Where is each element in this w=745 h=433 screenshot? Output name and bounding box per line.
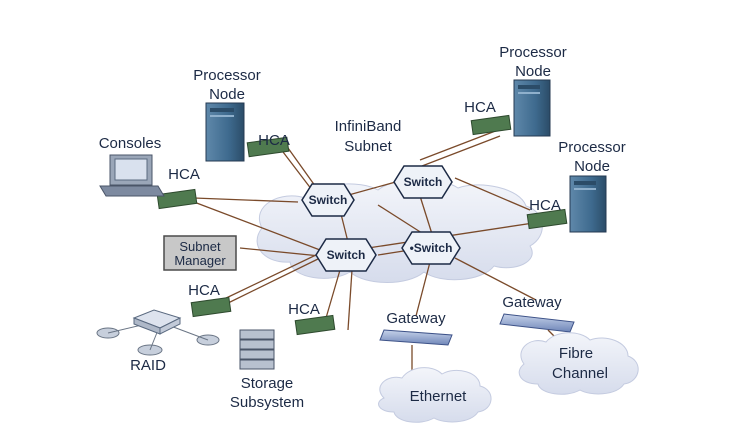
switch-label: •Switch bbox=[410, 241, 453, 255]
subnet-label-line1: InfiniBand bbox=[335, 118, 402, 135]
processor-node-label: Processor bbox=[499, 44, 567, 61]
subnet-label-line2: Subnet bbox=[344, 138, 392, 155]
switch-right[interactable]: •Switch bbox=[401, 231, 461, 265]
hca-label: HCA bbox=[288, 301, 320, 318]
gateway-label: Gateway bbox=[502, 294, 562, 311]
processor-node-right: Processor Node bbox=[558, 139, 626, 233]
storage-label: Subsystem bbox=[230, 394, 304, 411]
hca-label: HCA bbox=[529, 197, 561, 214]
processor-node-label: Node bbox=[209, 86, 245, 103]
processor-node-label: Processor bbox=[558, 139, 626, 156]
hca-card-consoles: HCA bbox=[156, 166, 200, 210]
ethernet-label: Ethernet bbox=[410, 388, 468, 405]
processor-node-top-right: Processor Node bbox=[499, 44, 567, 137]
hca-card-top-node: HCA bbox=[464, 99, 512, 136]
consoles-terminal: Consoles bbox=[99, 135, 165, 197]
storage-label: Storage bbox=[241, 375, 294, 392]
hca-card-right-node: HCA bbox=[526, 197, 568, 230]
hca-card-storage: HCA bbox=[288, 301, 336, 336]
gateway-fibre: Gateway bbox=[499, 294, 575, 343]
subnet-manager-label: Manager bbox=[174, 253, 226, 268]
processor-node-label: Node bbox=[515, 63, 551, 80]
hca-card-raid: HCA bbox=[188, 282, 232, 318]
subnet-cloud bbox=[256, 178, 543, 283]
switch-label: Switch bbox=[327, 248, 366, 262]
raid-label: RAID bbox=[130, 357, 166, 374]
subnet-manager-label: Subnet bbox=[179, 239, 221, 254]
hca-card-left-node: HCA bbox=[246, 132, 290, 158]
processor-node-label: Processor bbox=[193, 67, 261, 84]
hca-label: HCA bbox=[188, 282, 220, 299]
hca-label: HCA bbox=[464, 99, 496, 116]
processor-node-left: Processor Node bbox=[193, 67, 261, 162]
storage-subsystem: Storage Subsystem bbox=[230, 329, 304, 411]
processor-node-label: Node bbox=[574, 158, 610, 175]
ethernet-cloud: Ethernet bbox=[378, 367, 492, 423]
switch-top-right[interactable]: Switch bbox=[393, 165, 453, 199]
fibre-channel-label: Channel bbox=[552, 365, 608, 382]
fibre-channel-label: Fibre bbox=[559, 345, 593, 362]
link-lines bbox=[193, 129, 541, 331]
subnet-manager: Subnet Manager bbox=[163, 235, 237, 271]
gateway-label: Gateway bbox=[386, 310, 446, 327]
fibre-channel-cloud: Fibre Channel bbox=[518, 332, 639, 395]
switch-label: Switch bbox=[309, 193, 348, 207]
switch-top-left[interactable]: Switch bbox=[301, 183, 355, 217]
hca-label: HCA bbox=[168, 166, 200, 183]
hca-label: HCA bbox=[258, 132, 290, 149]
switch-center[interactable]: Switch bbox=[315, 238, 377, 272]
switch-label: Switch bbox=[404, 175, 443, 189]
consoles-label: Consoles bbox=[99, 135, 162, 152]
raid-array: RAID bbox=[96, 309, 220, 374]
gateway-ethernet: Gateway bbox=[379, 310, 453, 380]
